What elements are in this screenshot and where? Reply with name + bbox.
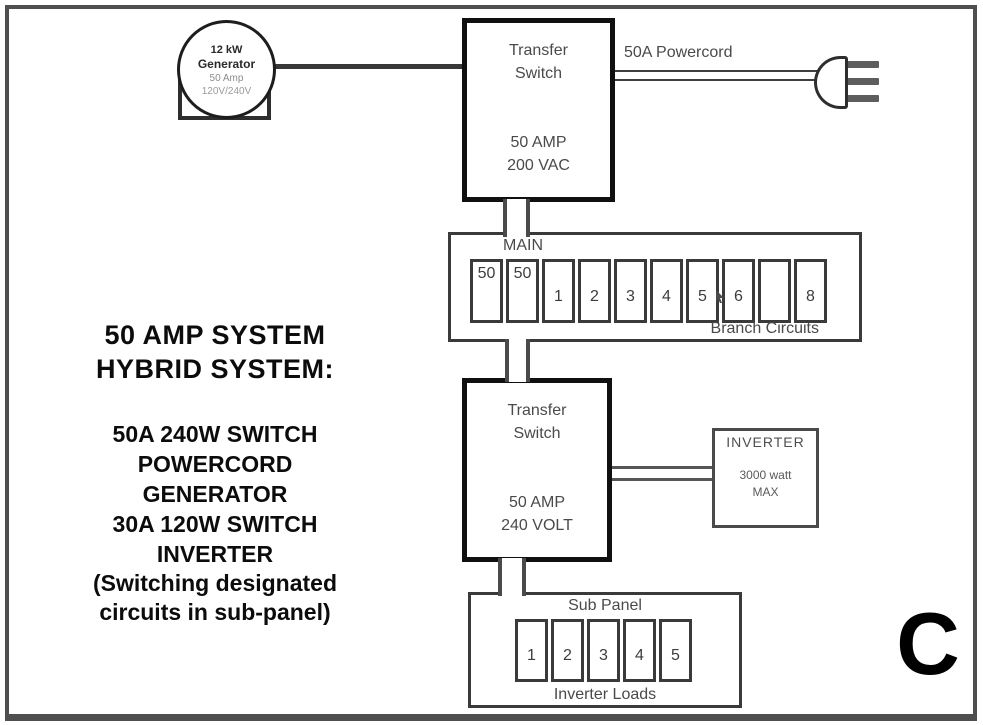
inverter-rating: 3000 watt MAX bbox=[715, 467, 816, 501]
inverter-box: INVERTER 3000 watt MAX bbox=[712, 428, 819, 528]
breaker-cell: 4 bbox=[650, 259, 683, 323]
transfer-switch-top-name-line1: Transfer bbox=[509, 42, 568, 59]
legend-item: 50A 240W SWITCH bbox=[112, 421, 318, 447]
legend-note-line1: (Switching designated bbox=[92, 570, 338, 596]
main-panel-title: MAIN bbox=[503, 237, 543, 254]
inverter-watts: 3000 watt bbox=[739, 468, 792, 482]
transfer-switch-bottom-volt: 240 VOLT bbox=[501, 517, 573, 534]
transfer-switch-top-name: Transfer Switch bbox=[467, 39, 610, 85]
breaker-cell: 1 bbox=[515, 619, 548, 682]
breaker-cell bbox=[758, 259, 791, 323]
transfer-switch-top-volt: 200 VAC bbox=[507, 157, 570, 174]
breaker-cell: 50 bbox=[506, 259, 539, 323]
conduit-main-to-switch bbox=[505, 339, 530, 382]
legend-note-line2: circuits in sub-panel) bbox=[99, 599, 331, 625]
breaker-cell: 5 bbox=[686, 259, 719, 323]
conduit-switch-to-subpanel bbox=[498, 558, 526, 596]
transfer-switch-bottom-name: Transfer Switch bbox=[467, 399, 607, 445]
transfer-switch-bottom: Transfer Switch 50 AMP 240 VOLT bbox=[462, 378, 612, 562]
breaker-cell: 2 bbox=[578, 259, 611, 323]
generator-power: 12 kW bbox=[210, 44, 243, 56]
transfer-switch-top-name-line2: Switch bbox=[514, 65, 563, 82]
transfer-switch-bottom-rating: 50 AMP 240 VOLT bbox=[467, 491, 607, 537]
generator-to-switch-wire bbox=[273, 64, 464, 69]
legend-spacer bbox=[52, 386, 378, 419]
powercord-label: 50A Powercord bbox=[624, 44, 733, 61]
plug-prong-icon bbox=[846, 61, 879, 68]
conduit-switch-to-main bbox=[503, 199, 530, 237]
breaker-cell: 8 bbox=[794, 259, 827, 323]
legend-item: 30A 120W SWITCH bbox=[112, 511, 318, 537]
transfer-switch-bottom-name-line2: Switch bbox=[513, 425, 561, 442]
breaker-cell: 1 bbox=[542, 259, 575, 323]
plug-prong-icon bbox=[846, 78, 879, 85]
inverter-title: INVERTER bbox=[726, 434, 805, 450]
transfer-switch-top: Transfer Switch 50 AMP 200 VAC bbox=[462, 18, 615, 202]
breaker-cell: 2 bbox=[551, 619, 584, 682]
generator-label: Generator bbox=[197, 57, 256, 71]
transfer-switch-top-amp: 50 AMP bbox=[510, 134, 567, 151]
inverter-loads-label: Inverter Loads bbox=[553, 686, 657, 703]
sub-panel-title: Sub Panel bbox=[568, 597, 642, 614]
page-letter: C bbox=[896, 594, 960, 693]
plug-prong-icon bbox=[846, 95, 879, 102]
legend-heading-line1: 50 AMP SYSTEM bbox=[104, 320, 326, 350]
breaker-cell: 6 bbox=[722, 259, 755, 323]
generator-symbol: 12 kW Generator 50 Amp 120V/240V bbox=[177, 20, 276, 119]
breaker-cell: 3 bbox=[614, 259, 647, 323]
powercord-wire bbox=[614, 70, 818, 81]
breaker-cell: 5 bbox=[659, 619, 692, 682]
transfer-switch-top-rating: 50 AMP 200 VAC bbox=[467, 131, 610, 177]
breaker-cell: 4 bbox=[623, 619, 656, 682]
legend-item: INVERTER bbox=[156, 541, 274, 567]
legend-item: POWERCORD bbox=[137, 451, 293, 477]
generator-voltage: 120V/240V bbox=[201, 86, 252, 97]
plug-icon bbox=[814, 56, 848, 109]
breaker-cell: 3 bbox=[587, 619, 620, 682]
transfer-switch-bottom-amp: 50 AMP bbox=[508, 494, 566, 511]
legend-block: 50 AMP SYSTEM HYBRID SYSTEM: 50A 240W SW… bbox=[52, 318, 378, 627]
legend-heading-line2: HYBRID SYSTEM: bbox=[95, 354, 335, 384]
cursor-icon bbox=[716, 290, 724, 303]
breaker-cell: 50 bbox=[470, 259, 503, 323]
inverter-max: MAX bbox=[752, 485, 779, 499]
legend-item: GENERATOR bbox=[142, 481, 288, 507]
generator-amps: 50 Amp bbox=[209, 73, 244, 84]
switch-to-inverter-wire bbox=[610, 466, 714, 481]
branch-circuits-label: Branch Circuits bbox=[710, 320, 819, 337]
transfer-switch-bottom-name-line1: Transfer bbox=[507, 402, 567, 419]
